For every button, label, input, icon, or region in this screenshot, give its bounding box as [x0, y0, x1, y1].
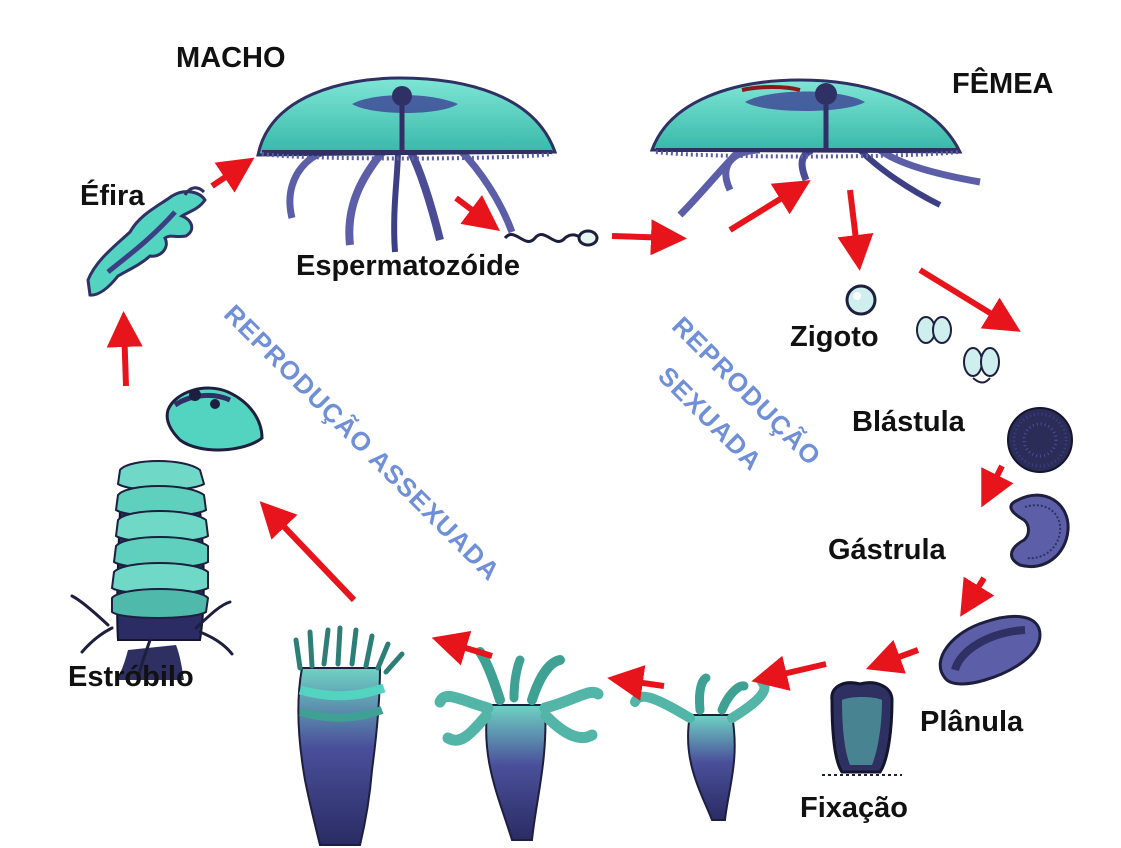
label-ephyra: Éfira [80, 182, 144, 211]
arrow-fertilization [730, 188, 798, 230]
arrow-sperm-to-female [612, 236, 672, 238]
fixation-polyp [822, 683, 902, 775]
arrow-gastrula-to-planula [968, 578, 984, 604]
strobila-stack [72, 461, 232, 680]
planula-larva [940, 616, 1040, 683]
blastula-embryo [1008, 408, 1072, 472]
zygote-cell [847, 286, 875, 314]
arrow-fixation-to-small-polyp [766, 664, 826, 678]
label-strobila: Estróbilo [68, 663, 194, 692]
label-planula: Plânula [920, 708, 1023, 737]
label-female: FÊMEA [952, 70, 1054, 99]
small-polyp [635, 678, 764, 820]
label-gastrula: Gástrula [828, 536, 946, 565]
large-polyp [440, 652, 598, 840]
gastrula-embryo [1011, 495, 1068, 566]
label-sperm: Espermatozóide [296, 252, 520, 281]
label-fixation: Fixação [800, 794, 908, 823]
cleavage-stages [917, 317, 999, 383]
arrow-male-to-sperm [456, 198, 488, 222]
arrow-small-to-large-polyp [622, 680, 664, 686]
early-strobila [296, 628, 402, 845]
label-male: MACHO [176, 44, 286, 73]
arrow-zygote-to-blastula [920, 270, 1008, 324]
detaching-ephyra-disc [167, 388, 262, 450]
label-blastula: Blástula [852, 408, 965, 437]
female-medusa [652, 80, 980, 215]
arrow-strobila-to-ephyra [124, 326, 126, 386]
arrow-ephyra-to-male [212, 166, 242, 186]
male-medusa [258, 78, 555, 252]
arrow-large-polyp-to-early-strobila [446, 642, 492, 656]
arrow-female-to-zygote [850, 190, 858, 256]
arrow-planula-to-fixation [880, 650, 918, 664]
arrow-blastula-to-gastrula [988, 466, 1002, 494]
arrow-early-strobila-to-strobila [270, 512, 354, 600]
strobila-discs [112, 461, 208, 618]
label-zygote: Zigoto [790, 323, 879, 352]
sperm-cell [505, 231, 597, 245]
